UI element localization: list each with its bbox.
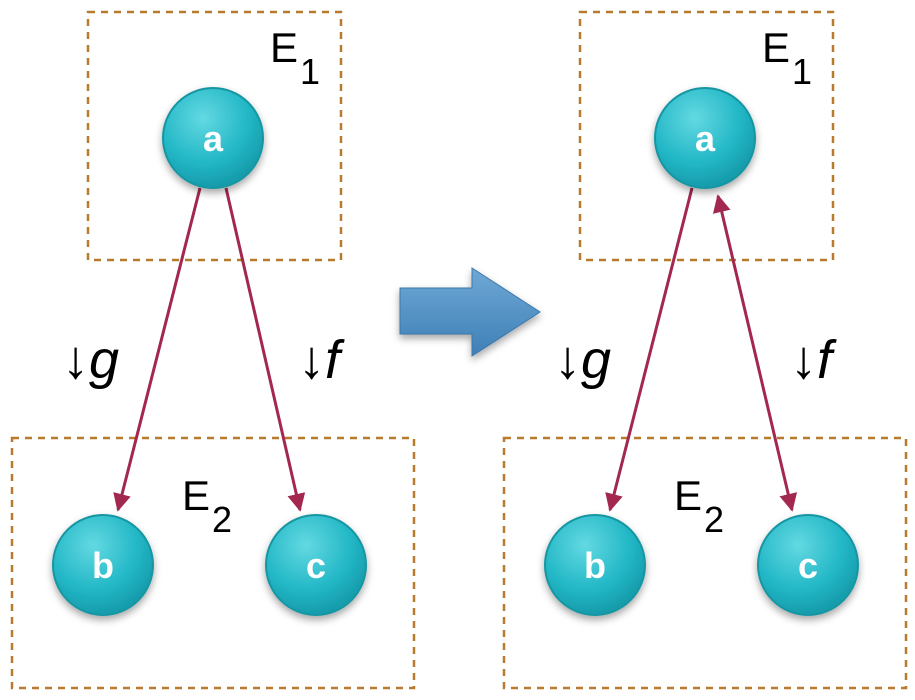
left-label-f: ↓f [298, 330, 345, 390]
left-edge-g [113, 187, 202, 512]
left-box-e1-label: E1 [270, 24, 320, 92]
right-box-e1 [578, 10, 835, 262]
right-arrow-icon [399, 267, 541, 357]
left-node-b [52, 514, 154, 616]
right-node-b [544, 514, 646, 616]
right-node-c [757, 514, 859, 616]
left-box-e2 [10, 436, 416, 690]
right-node-a-label: a [695, 118, 716, 159]
right-node-b-label: b [584, 545, 606, 586]
left-node-b-label: b [92, 545, 114, 586]
right-node-c-label: c [798, 545, 818, 586]
right-box-e2-label: E2 [674, 472, 724, 540]
left-node-c-label: c [306, 545, 326, 586]
right-diagram: E1 E2 ↓g ↓f a b c [502, 10, 908, 690]
left-node-a-label: a [203, 118, 224, 159]
right-box-e1-label: E1 [762, 24, 812, 92]
right-label-g: ↓g [554, 330, 611, 390]
left-box-e2-label: E2 [182, 472, 232, 540]
right-box-e2 [502, 436, 908, 690]
right-edge-g [605, 187, 694, 512]
left-diagram: E1 E2 ↓g ↓f a b c [10, 10, 416, 690]
right-label-f: ↓f [790, 330, 837, 390]
left-box-e1 [86, 10, 343, 262]
left-node-c [265, 514, 367, 616]
left-edge-f [224, 187, 306, 512]
right-node-a [654, 87, 756, 189]
right-edge-f [712, 194, 798, 512]
left-node-a [162, 87, 264, 189]
left-label-g: ↓g [62, 330, 119, 390]
